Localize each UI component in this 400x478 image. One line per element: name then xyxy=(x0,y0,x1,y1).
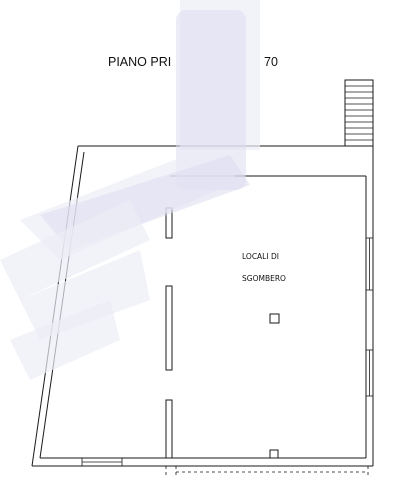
watermark-overlay xyxy=(0,0,260,380)
right-windows xyxy=(365,237,374,397)
plan-title-right: 70 xyxy=(264,55,278,69)
outer-walls xyxy=(31,145,374,467)
room-label-line2: SGOMBERO xyxy=(242,274,286,283)
bottom-pillar xyxy=(269,449,279,459)
bottom-window xyxy=(81,457,123,467)
pillar xyxy=(269,313,280,324)
dashed-boundary xyxy=(165,466,369,478)
room-label-line1: LOCALI DI xyxy=(242,252,279,261)
plan-title-left: PIANO PRI xyxy=(108,55,171,69)
interior-partition xyxy=(165,207,173,459)
staircase xyxy=(344,79,374,147)
